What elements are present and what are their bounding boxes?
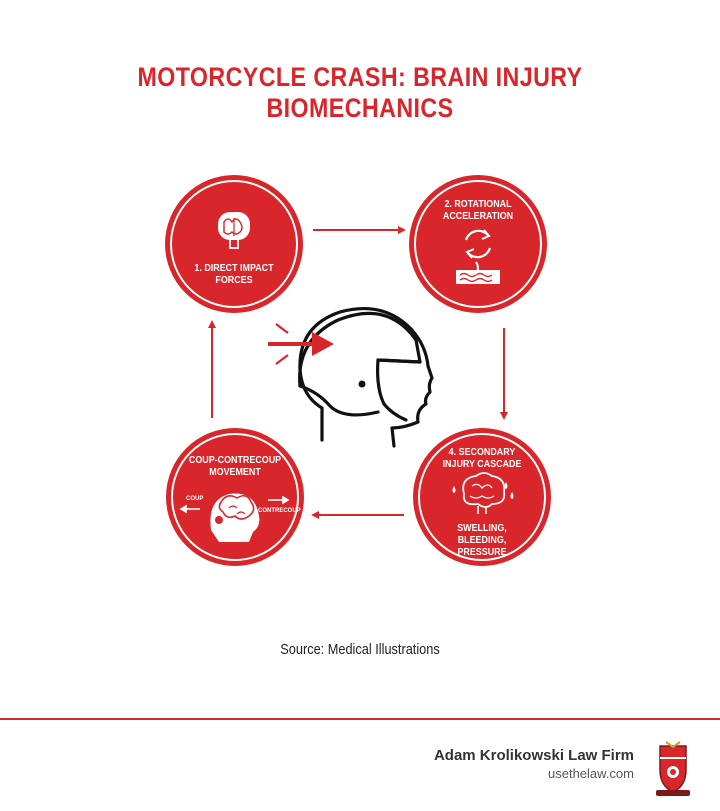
brain-icon xyxy=(218,212,250,249)
node-direct-impact xyxy=(165,175,303,313)
footer-divider xyxy=(0,718,720,720)
coup-label: COUP xyxy=(186,496,204,502)
contrecoup-label: CONTRECOUP xyxy=(258,508,301,514)
node-secondary xyxy=(413,428,551,566)
node-direct-impact-label: 1. DIRECT IMPACT FORCES xyxy=(194,262,274,286)
node-coup-label: COUP-CONTRECOUP MOVEMENT xyxy=(188,454,282,478)
firm-url: usethelaw.com xyxy=(548,766,634,781)
crest-icon xyxy=(656,741,690,796)
source-caption: Source: Medical Illustrations xyxy=(280,641,440,658)
node-secondary-label: 4. SECONDARY INJURY CASCADE xyxy=(442,446,522,470)
brain-drops-icon xyxy=(452,472,514,514)
head-brain-icon xyxy=(210,493,260,542)
page-title: MOTORCYCLE CRASH: BRAIN INJURY BIOMECHAN… xyxy=(137,62,583,123)
helmet-head-icon xyxy=(298,306,434,448)
rotation-icon xyxy=(464,229,492,259)
tissue-shear-icon xyxy=(456,261,500,284)
node-secondary-sublabel: SWELLING, BLEEDING, PRESSURE xyxy=(457,522,507,558)
contrecoup-arrow-icon xyxy=(268,495,290,505)
node-rotational xyxy=(409,175,547,313)
impact-arrow-icon xyxy=(268,323,334,365)
coup-arrow-icon xyxy=(179,504,200,514)
firm-name: Adam Krolikowski Law Firm xyxy=(433,747,634,764)
node-rotational-label: 2. ROTATIONAL ACCELERATION xyxy=(442,198,514,222)
